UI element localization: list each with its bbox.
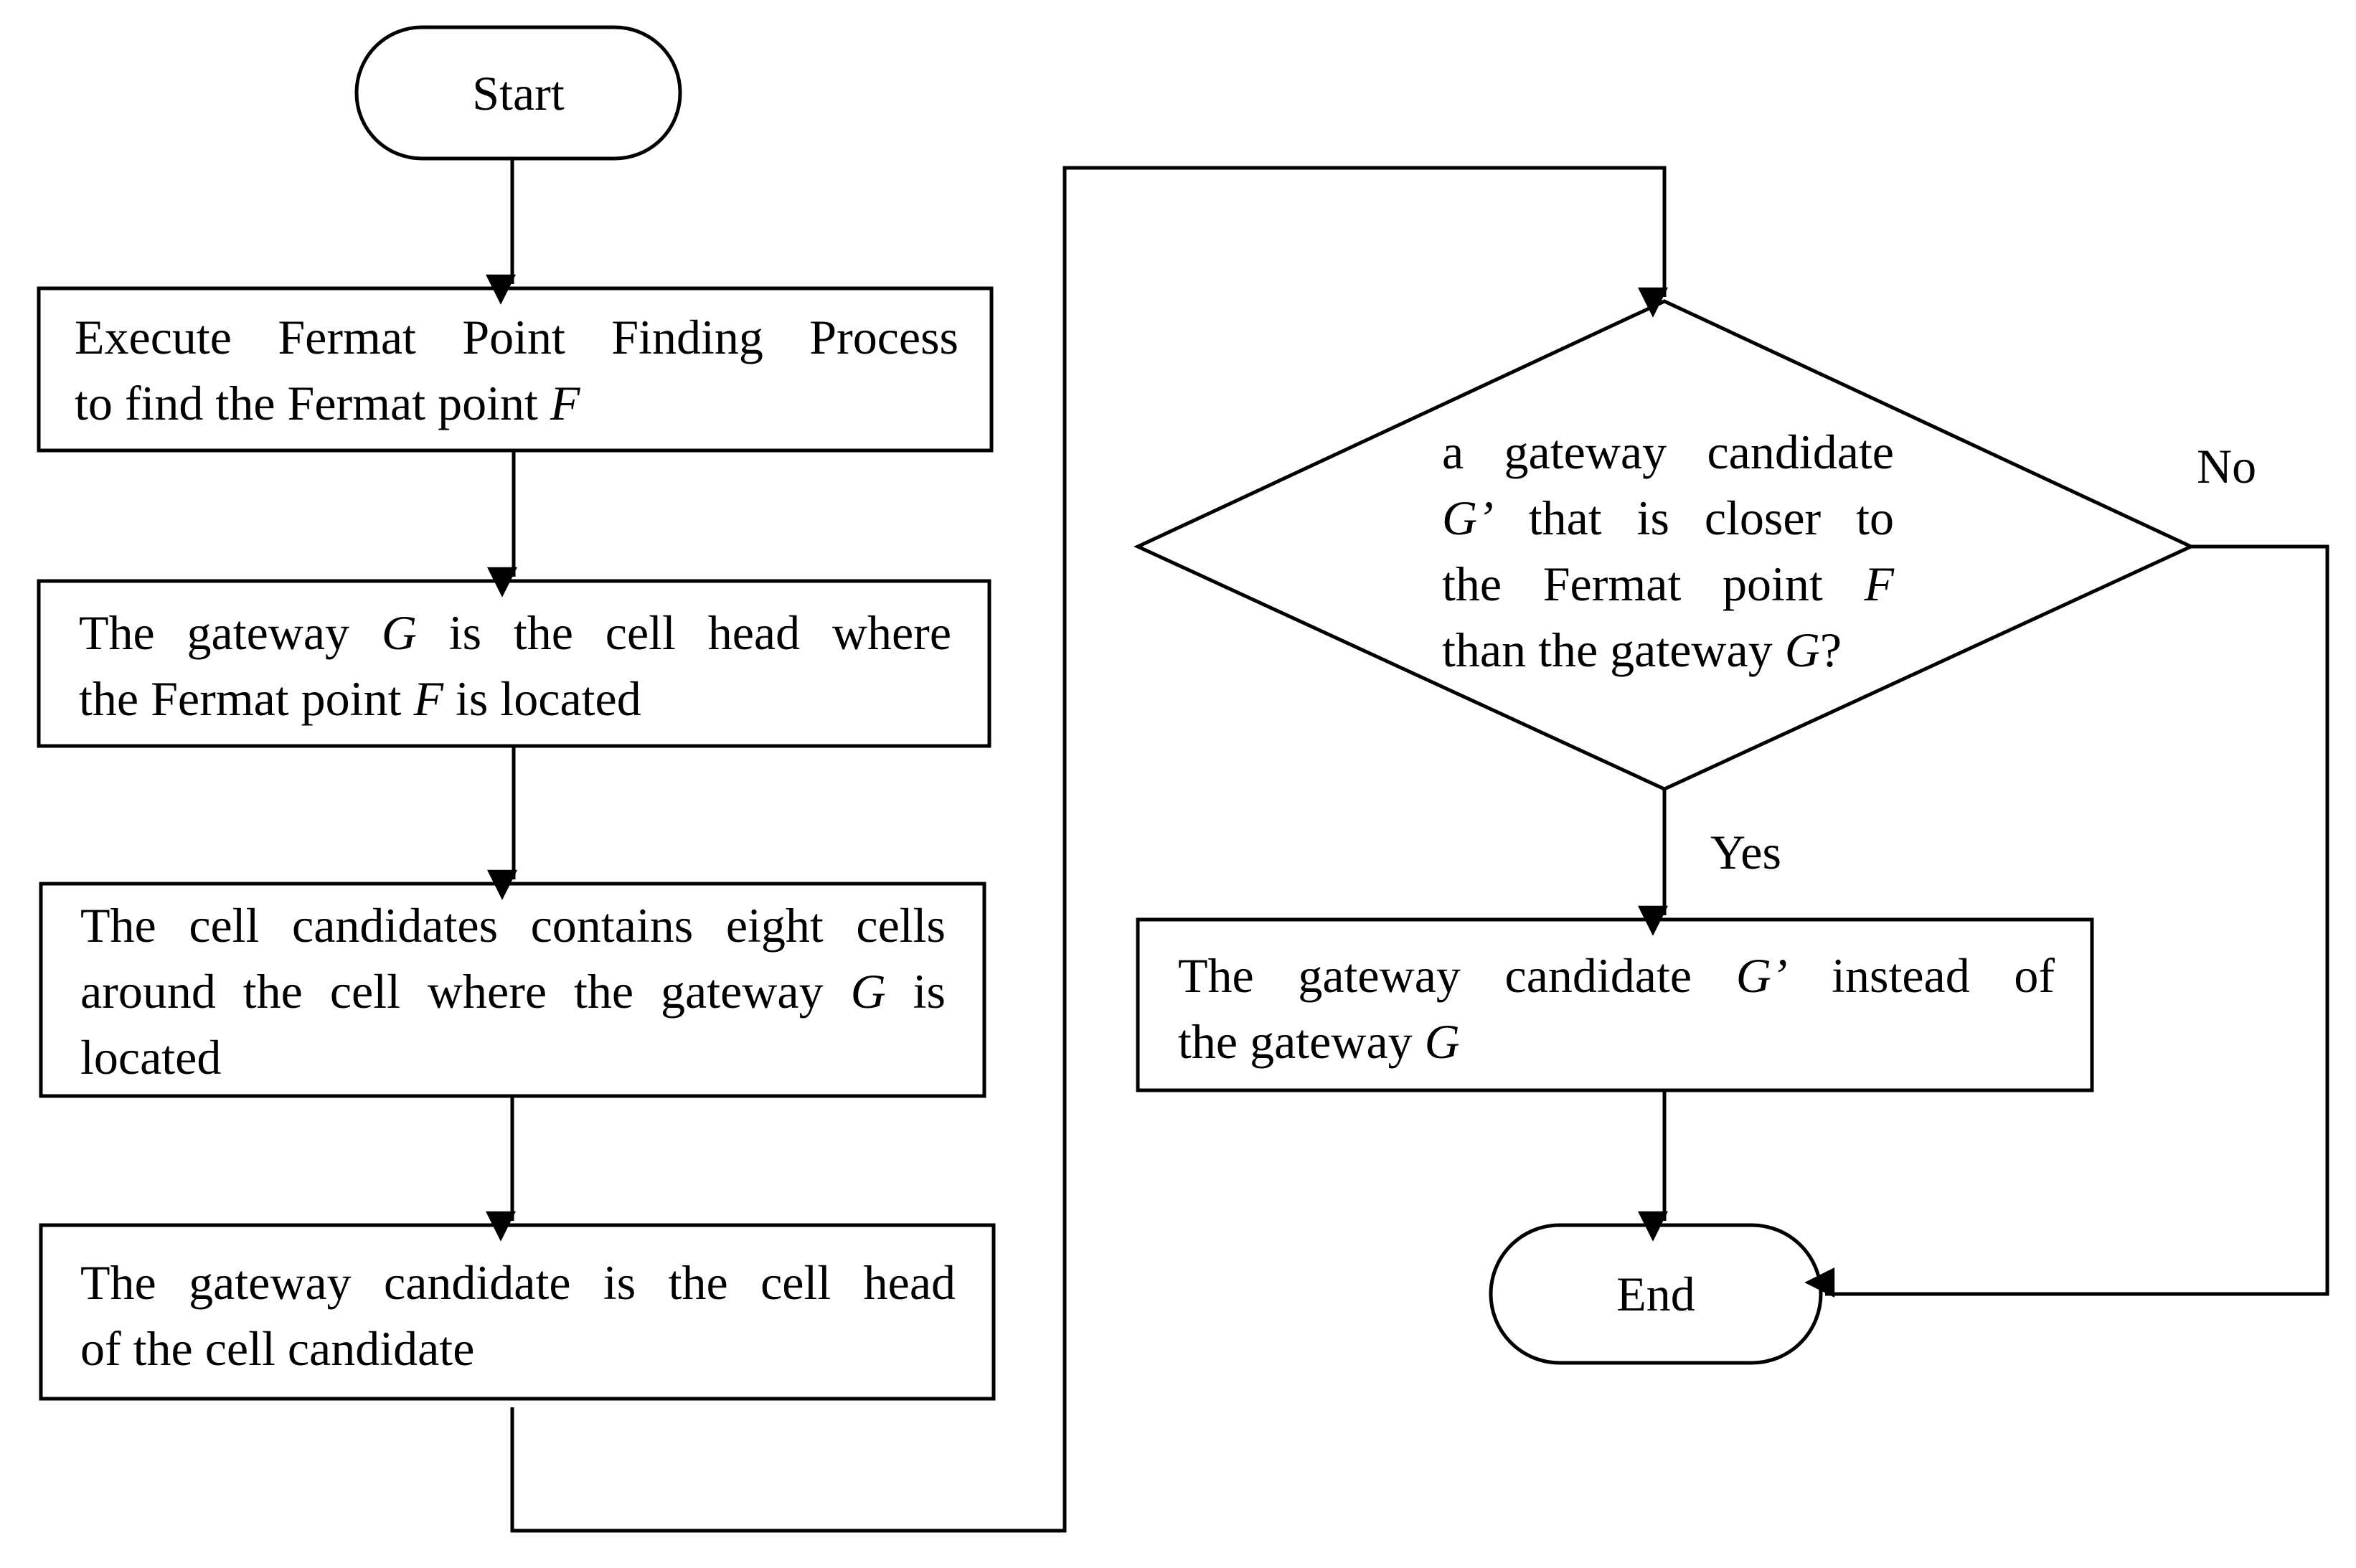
step2-line2-post: is located [456, 671, 641, 726]
step4-line2: of the cell candidate [80, 1321, 475, 1376]
step5-line1-post: instead of [1832, 948, 2055, 1003]
decision-line2-post: that is closer to [1528, 491, 1895, 545]
end-label: End [1491, 1261, 1821, 1327]
start-text: Start [472, 66, 565, 121]
step3-text: The cell candidates contains eight cells… [80, 892, 946, 1090]
decision-question-mark: ? [1819, 623, 1842, 677]
branch-label-yes: Yes [1710, 819, 1781, 885]
step3-line2: around the cell where the gateway G is [80, 958, 946, 1024]
decision-var-g: G [1784, 623, 1820, 677]
step2-var-g: G [381, 605, 417, 660]
step3-line2-pre: around the cell where the gateway [80, 964, 824, 1019]
step1-line1: Execute Fermat Point Finding Process [75, 310, 958, 364]
step5-var-g-prime: G’ [1735, 948, 1788, 1003]
decision-line4-pre: than the gateway [1442, 623, 1773, 677]
decision-line3: the Fermat point F [1442, 551, 1894, 617]
step3-line1: The cell candidates contains eight cells [80, 898, 946, 953]
end-text: End [1616, 1267, 1695, 1321]
process-box-fermat-finding [37, 286, 994, 453]
step1-line2-text: to find the Fermat point [75, 376, 538, 430]
step1-line2: to find the Fermat point F [75, 370, 958, 436]
step1-text: Execute Fermat Point Finding Process to … [75, 304, 958, 436]
step5-var-g: G [1424, 1014, 1460, 1069]
start-terminator [354, 25, 682, 161]
step5-line2: the gateway G [1178, 1009, 2055, 1075]
step1-var-f: F [550, 376, 580, 430]
decision-var-g-prime: G’ [1442, 491, 1494, 545]
step5-line1-pre: The gateway candidate [1178, 948, 1692, 1003]
decision-text: a gateway candidate G’ that is closer to… [1442, 419, 1894, 683]
step4-text: The gateway candidate is the cell head o… [80, 1250, 956, 1382]
step2-line1-pre: The gateway [79, 605, 350, 660]
start-label: Start [357, 60, 680, 126]
step2-line1-post: is the cell head where [448, 605, 952, 660]
process-box-gateway-candidate [39, 1223, 996, 1401]
step3-var-g: G [850, 964, 886, 1019]
step5-text: The gateway candidate G’ instead of the … [1178, 943, 2055, 1075]
step2-line2-pre: the Fermat point [79, 671, 402, 726]
step5-line1: The gateway candidate G’ instead of [1178, 943, 2055, 1009]
connector-decision-no [1804, 544, 2329, 1298]
decision-var-f: F [1864, 557, 1894, 611]
decision-line3-pre: the Fermat point [1442, 557, 1823, 611]
step2-text: The gateway G is the cell head where the… [79, 600, 951, 732]
process-box-cell-candidates [39, 882, 986, 1098]
process-box-replace-gateway [1136, 917, 2094, 1092]
step3-line3: located [80, 1030, 222, 1085]
step2-var-f: F [413, 671, 444, 726]
step2-line1: The gateway G is the cell head where [79, 600, 951, 666]
decision-line1: a gateway candidate [1442, 425, 1894, 479]
decision-line2: G’ that is closer to [1442, 485, 1894, 551]
no-text: No [2197, 439, 2257, 493]
decision-line4: than the gateway G? [1442, 617, 1894, 683]
step2-line2: the Fermat point F is located [79, 666, 951, 732]
branch-label-no: No [2197, 433, 2256, 499]
yes-text: Yes [1710, 825, 1781, 879]
step5-line2-pre: the gateway [1178, 1014, 1413, 1069]
step4-line1: The gateway candidate is the cell head [80, 1255, 956, 1310]
step3-line2-post: is [913, 964, 946, 1019]
connector-step4-to-decision [510, 166, 1668, 1533]
